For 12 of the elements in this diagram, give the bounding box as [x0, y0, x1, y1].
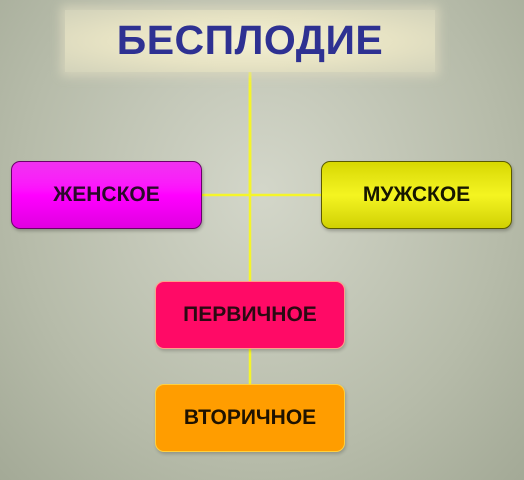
connector-line	[248, 349, 252, 384]
box-label: ВТОРИЧНОЕ	[184, 404, 316, 431]
category-box	[11, 161, 202, 229]
connector-line	[248, 72, 252, 281]
box-label: ПЕРВИЧНОЕ	[183, 302, 317, 328]
box-label: ЖЕНСКОЕ	[53, 182, 160, 208]
box-label: МУЖСКОЕ	[362, 182, 470, 208]
title-banner	[65, 10, 435, 72]
category-box	[321, 161, 512, 229]
category-box	[155, 384, 345, 452]
title-text: БЕСПЛОДИЕ	[116, 16, 384, 66]
category-box	[155, 281, 345, 349]
